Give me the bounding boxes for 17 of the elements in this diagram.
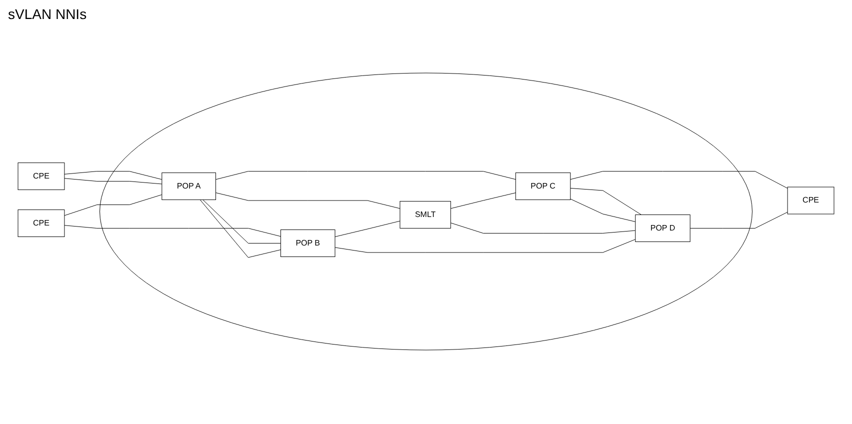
connector <box>64 226 281 238</box>
connector <box>64 178 162 185</box>
connector <box>570 172 788 190</box>
connector <box>334 221 400 238</box>
connector <box>450 193 516 210</box>
connector <box>570 188 642 216</box>
connector <box>200 200 281 258</box>
connector <box>64 194 162 216</box>
connector <box>570 199 636 222</box>
connector <box>334 240 636 254</box>
connector <box>64 172 162 180</box>
connector <box>690 212 788 229</box>
connector <box>216 192 400 210</box>
connector <box>216 172 516 180</box>
connector <box>202 200 281 244</box>
note-text: sVLAN NNIs <box>8 6 87 22</box>
connector <box>450 223 636 234</box>
